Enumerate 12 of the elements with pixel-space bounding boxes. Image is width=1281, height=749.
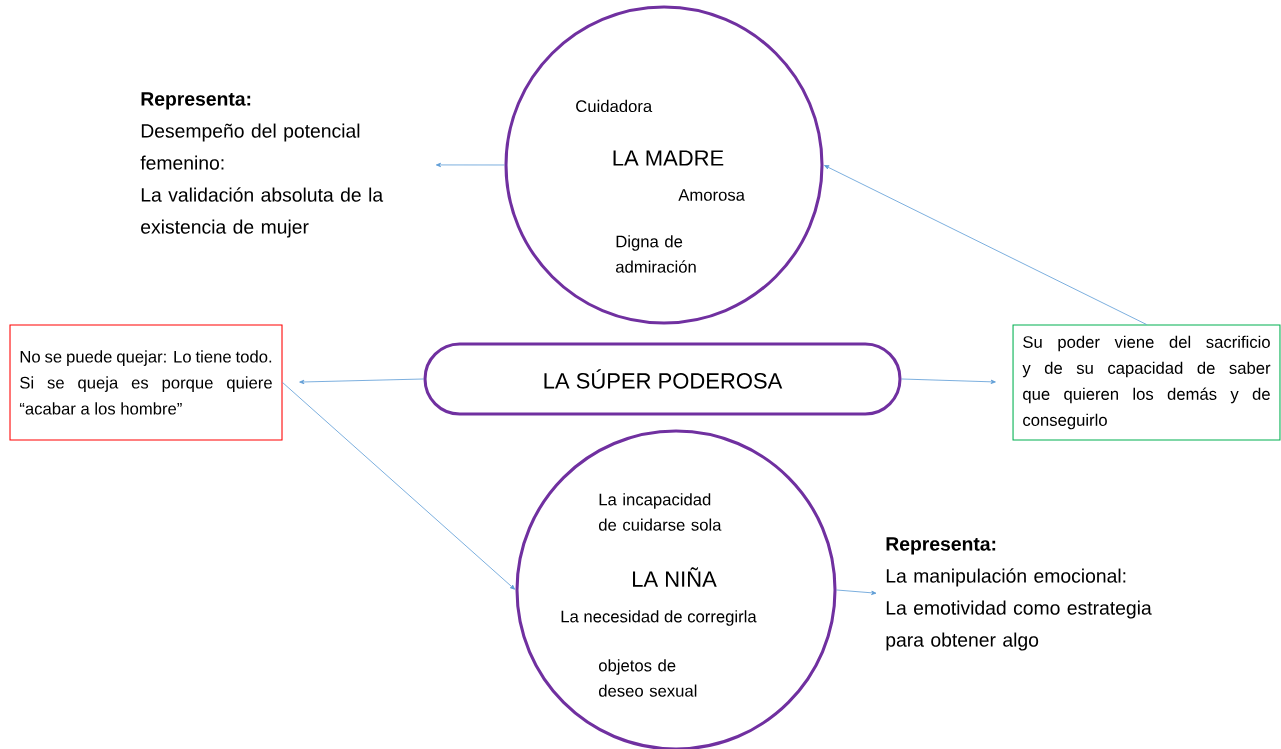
circle-node: Cuidadora LA MADRE Amorosa Digna de admiración [504, 5, 824, 325]
arrow [282, 382, 516, 590]
annotation-text: Representa: Desempeño del potencial femenino: La validación absoluta de la existencia de mujer [140, 92, 384, 238]
note-box: No se puede quejar: Lo tiene todo. Si se queja es porque quiere “acabar a los hombre” [9, 324, 283, 441]
arrow [299, 378, 424, 385]
arrow [901, 378, 996, 384]
annotation-text: Representa: La manipulación emocional: La emotividad como estrategia para obtener algo [886, 537, 1152, 651]
arrow [435, 162, 505, 168]
note-box: Su poder viene del sacrificio y de su capacidad de saber que quieren los demás y de conseguirlo [1012, 324, 1281, 441]
pill-box: LA SÚPER PODEROSA [423, 342, 902, 416]
arrow [836, 589, 877, 595]
arrow [824, 165, 1147, 325]
